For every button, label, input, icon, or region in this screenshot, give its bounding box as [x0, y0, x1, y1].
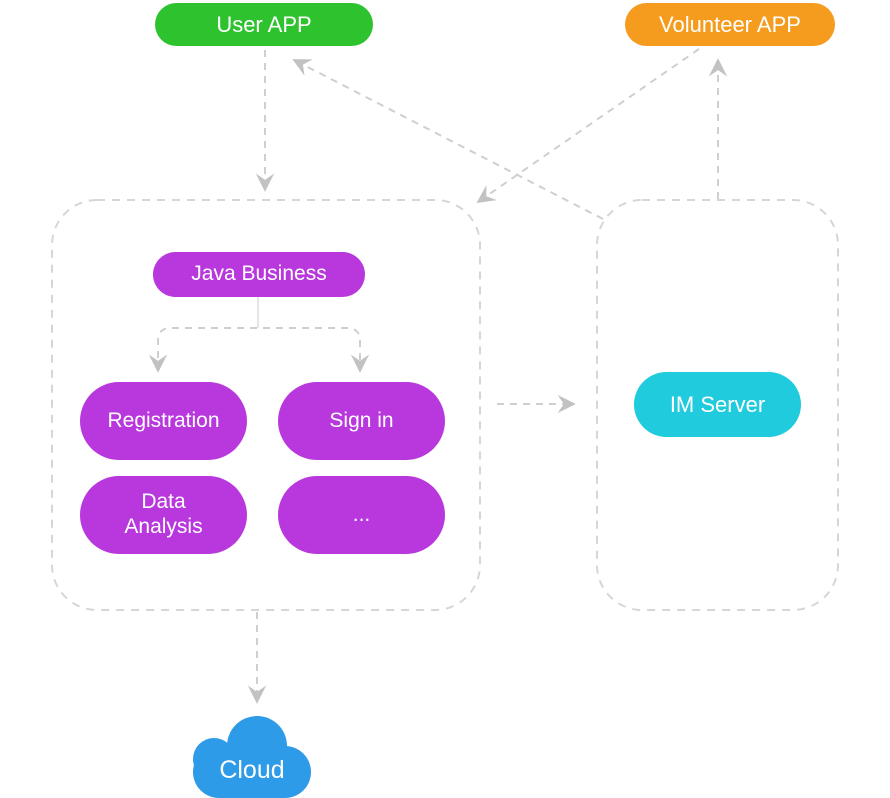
node-registration[interactable]: Registration: [80, 382, 247, 460]
node-java-business-label: Java Business: [191, 262, 327, 286]
edge-volunteer-app-to-backend-group: [476, 48, 700, 204]
node-data-analysis-label: Data Analysis: [124, 490, 203, 538]
node-registration-label: Registration: [107, 408, 220, 432]
im-group-box: [596, 199, 839, 611]
node-user-app[interactable]: User APP: [155, 3, 373, 46]
node-cloud[interactable]: Cloud: [193, 716, 311, 798]
node-data-analysis[interactable]: Data Analysis: [80, 476, 247, 554]
edge-java-business-to-children: [148, 327, 370, 373]
node-im-server-label: IM Server: [669, 391, 766, 417]
node-more[interactable]: ...: [278, 476, 445, 554]
cloud-icon: [193, 746, 311, 798]
node-sign-in[interactable]: Sign in: [278, 382, 445, 460]
node-cloud-label: Cloud: [219, 756, 285, 784]
node-java-business[interactable]: Java Business: [153, 252, 365, 297]
backend-group-box: [51, 199, 481, 611]
node-more-label: ...: [352, 502, 371, 526]
node-volunteer-app-label: Volunteer APP: [659, 11, 801, 37]
node-volunteer-app[interactable]: Volunteer APP: [625, 3, 835, 46]
node-sign-in-label: Sign in: [329, 408, 394, 432]
node-user-app-label: User APP: [216, 11, 312, 37]
edge-im-group-to-user-app: [292, 59, 604, 220]
node-im-server[interactable]: IM Server: [634, 372, 801, 437]
